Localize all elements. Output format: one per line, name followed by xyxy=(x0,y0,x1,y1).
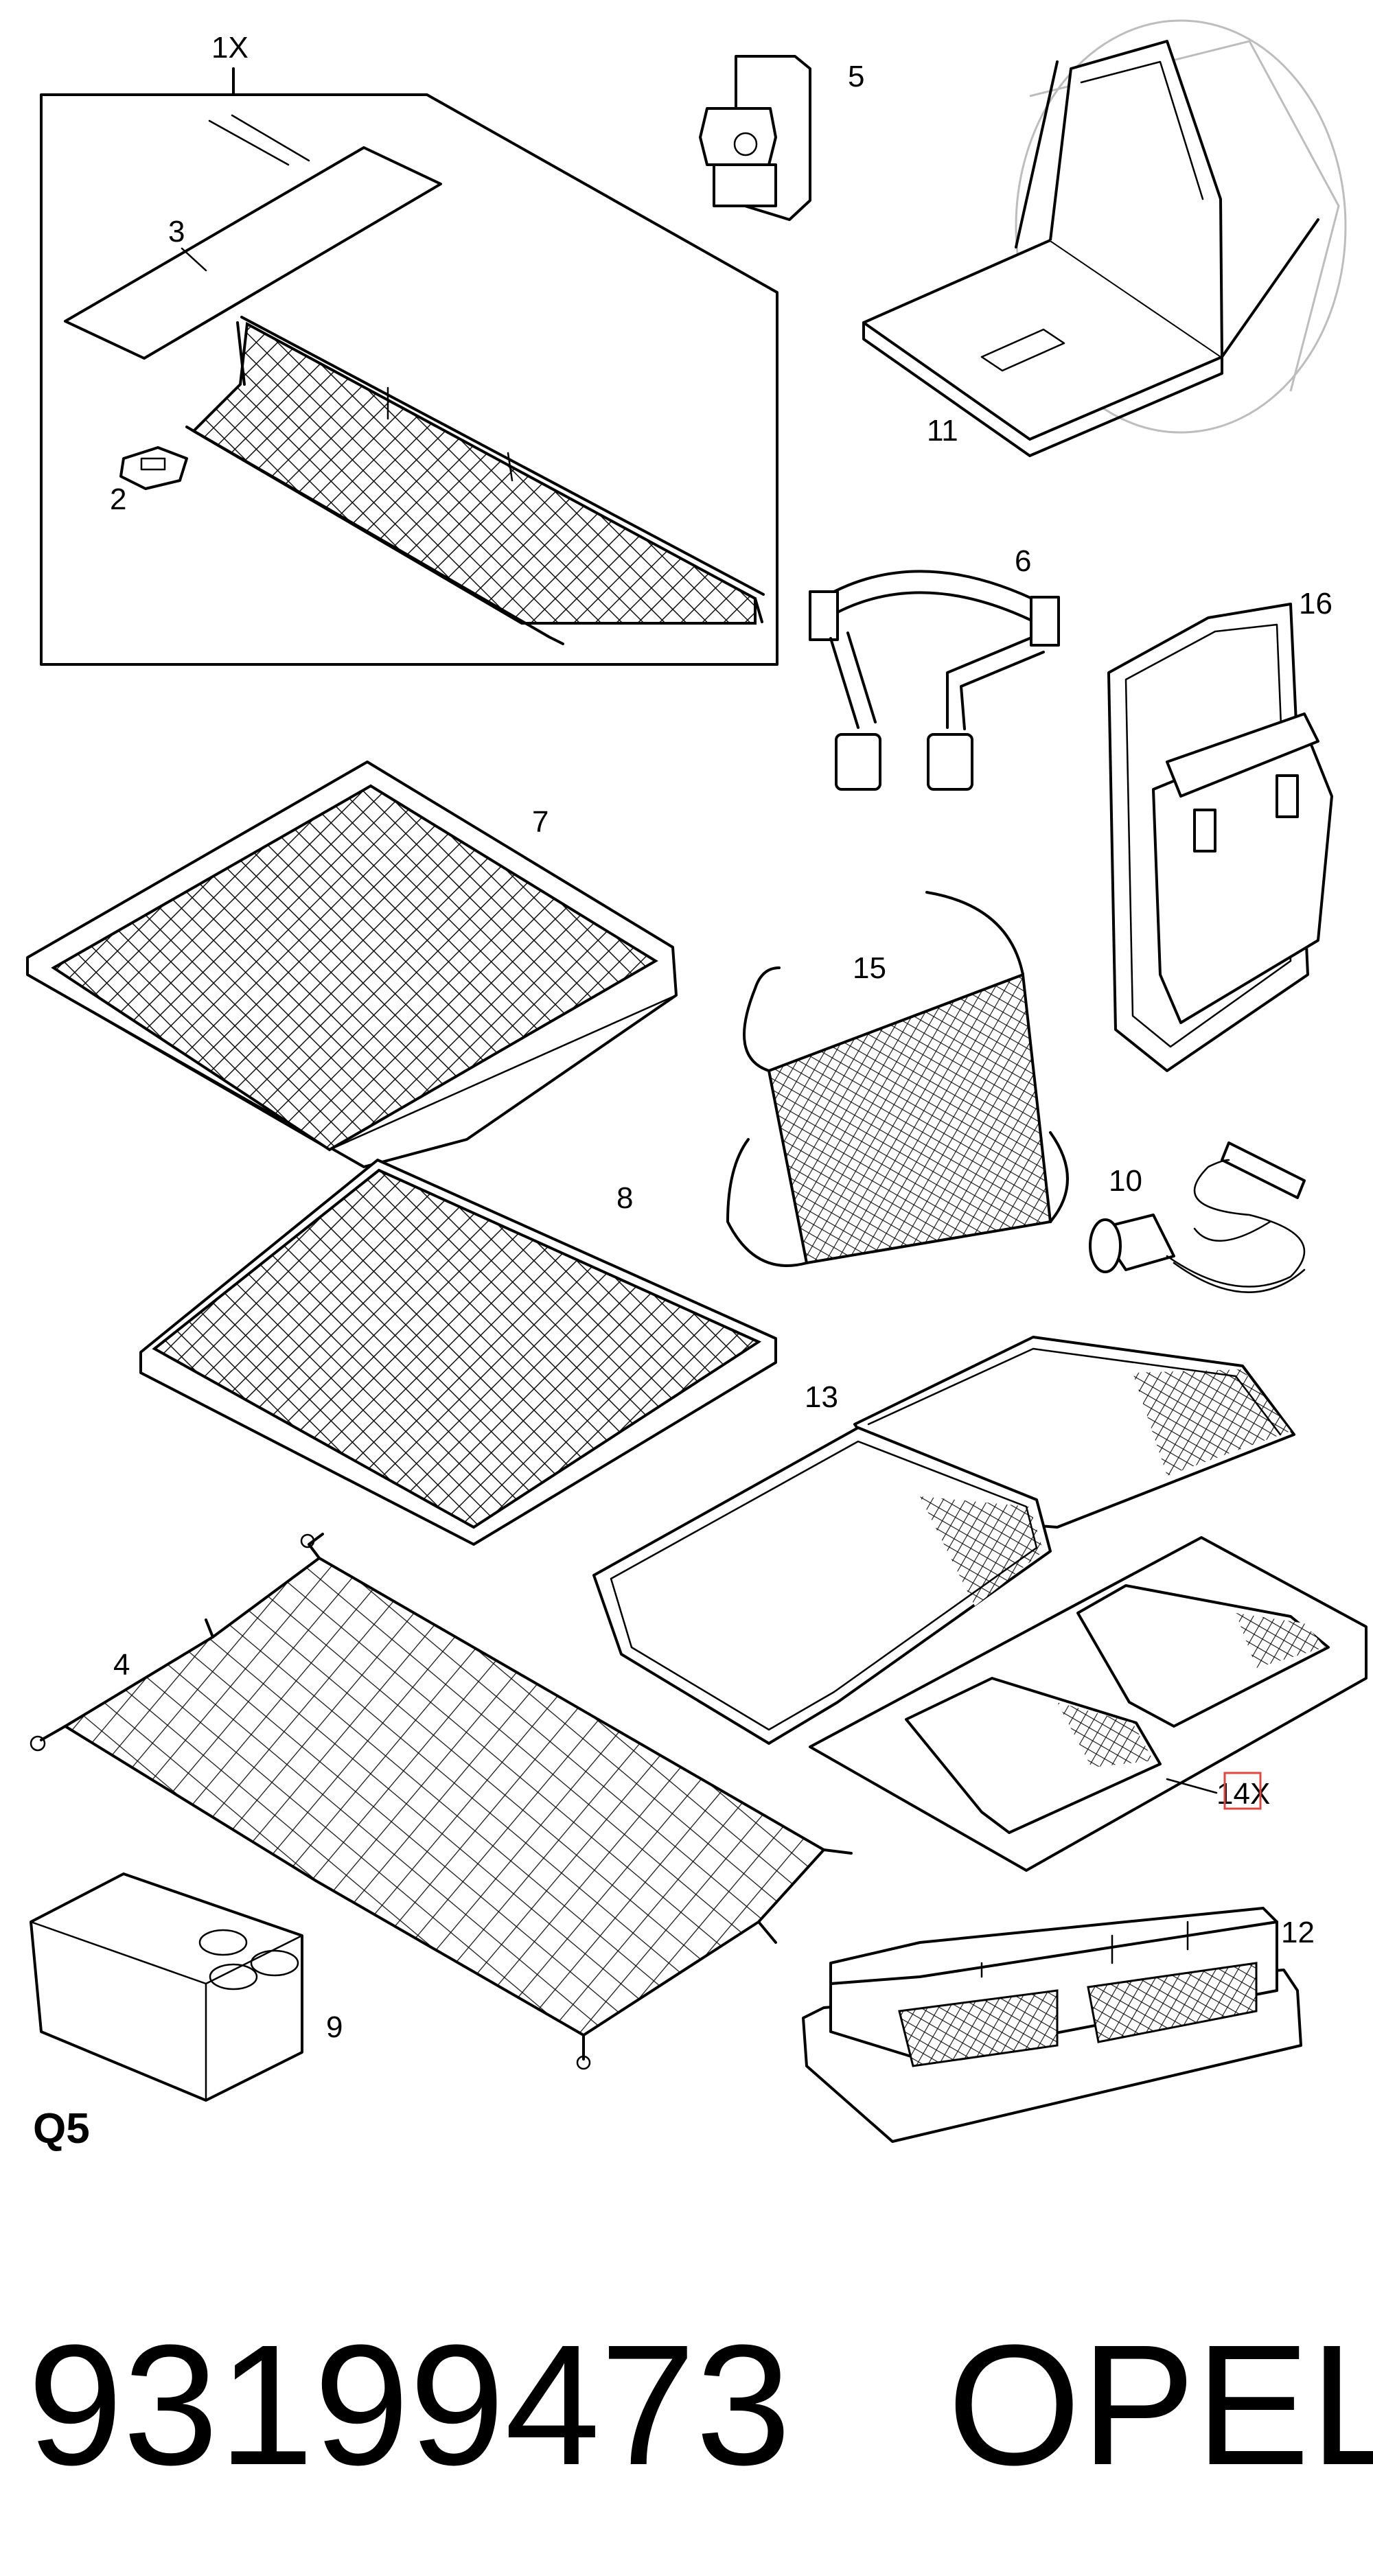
callout-9: 9 xyxy=(326,2010,343,2044)
kit-frame xyxy=(40,93,778,666)
callout-16: 16 xyxy=(1299,587,1332,620)
callout-4: 4 xyxy=(113,1648,130,1682)
callout-10: 10 xyxy=(1109,1164,1142,1198)
callout-8: 8 xyxy=(616,1181,633,1215)
item-7-trunk-tray xyxy=(26,761,678,1168)
section-code: Q5 xyxy=(33,2105,90,2153)
item-16-organizer xyxy=(1107,603,1333,1072)
callout-15: 15 xyxy=(853,951,886,985)
part-number: 93199473 xyxy=(27,2309,791,2500)
callout-7: 7 xyxy=(532,805,549,839)
item-8-trunk-mat xyxy=(139,1159,777,1546)
item-5-bracket xyxy=(699,55,811,221)
callout-3: 3 xyxy=(168,215,185,248)
partition-net-kit-group: 1X 3 2 xyxy=(40,31,778,666)
callout-12: 12 xyxy=(1281,1916,1315,1949)
partition-net xyxy=(185,316,765,645)
item-10-adapter-cable xyxy=(1089,1141,1306,1293)
item-3-instruction-sheet xyxy=(64,114,442,360)
callout-1x: 1X xyxy=(211,31,249,65)
item-14x-mat-set xyxy=(809,1536,1368,1872)
item-15-cargo-net xyxy=(726,891,1069,1267)
callout-2: 2 xyxy=(110,483,126,516)
item-4-floor-net xyxy=(30,1533,853,2070)
item-13-floor-mats xyxy=(592,1336,1295,1745)
item-6-straps xyxy=(809,570,1060,791)
callout-14x-highlight xyxy=(1223,1772,1262,1810)
item-2-clip xyxy=(119,446,188,490)
callout-13: 13 xyxy=(805,1380,838,1414)
callout-11: 11 xyxy=(927,414,958,448)
callout-6: 6 xyxy=(1015,544,1031,578)
item-9-cool-box xyxy=(30,1872,303,2102)
item-12-storage-box xyxy=(802,1907,1302,2143)
brand-name: OPEL xyxy=(947,2309,1373,2500)
callout-5: 5 xyxy=(848,60,864,93)
item-11-seatback-table xyxy=(862,19,1347,457)
